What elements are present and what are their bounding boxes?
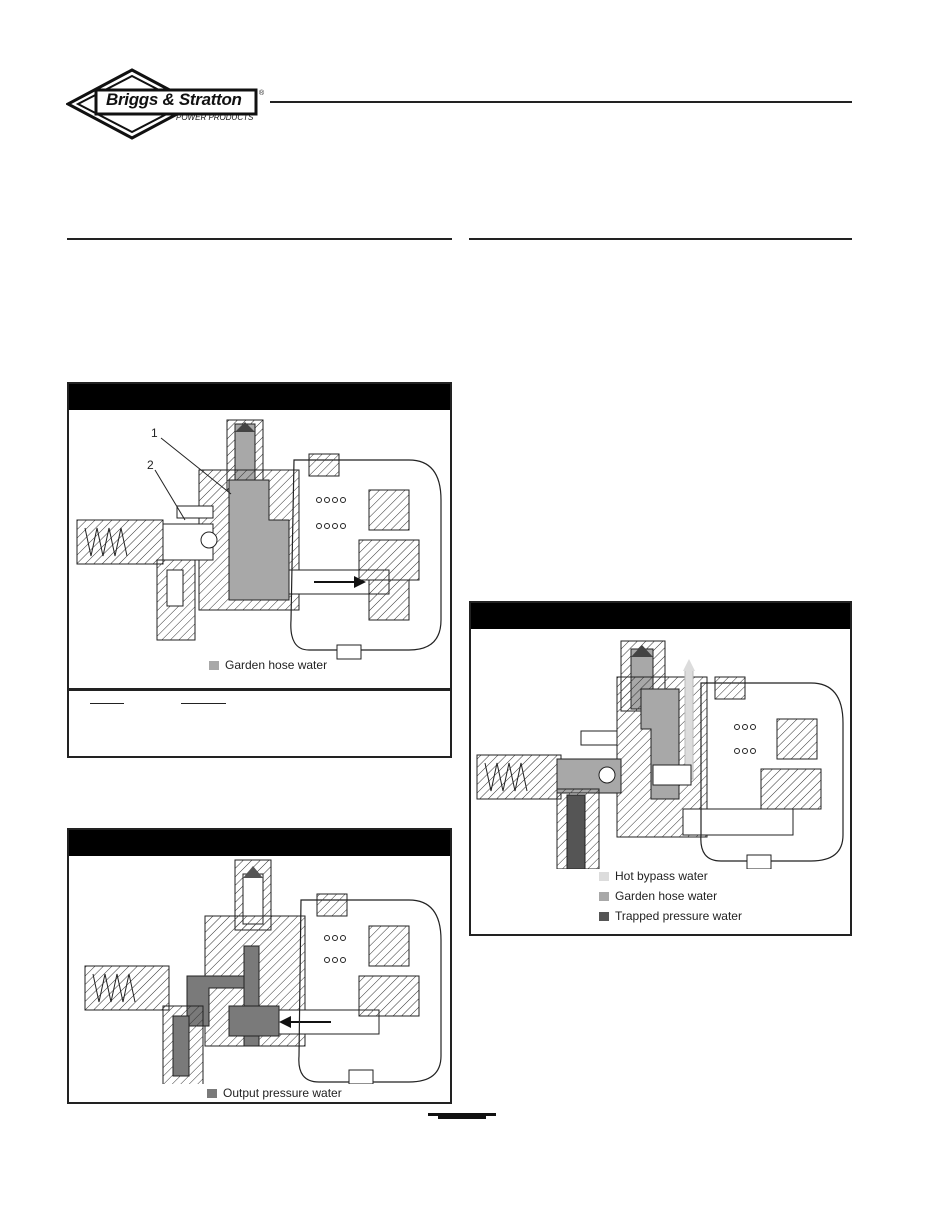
brand-subtitle: POWER PRODUCTS [176, 113, 254, 122]
legend: Hot bypass water Garden hose water Trapp… [599, 869, 742, 923]
legend-item: Hot bypass water [599, 869, 742, 883]
callout-1: 1 [151, 426, 158, 440]
legend-label: Garden hose water [615, 889, 718, 903]
table-header-rule [181, 703, 226, 704]
right-column-rule [469, 238, 852, 240]
pump-cross-section-diagram [76, 419, 442, 660]
legend-item: Output pressure water [207, 1086, 342, 1100]
figure-body: Hot bypass water Garden hose water Trapp… [471, 629, 850, 934]
pump-cross-section-diagram [84, 859, 442, 1084]
figure-2: Output pressure water [67, 828, 452, 1104]
output-pressure-swatch [207, 1088, 217, 1098]
trapped-pressure-swatch [599, 911, 609, 921]
legend-label: Trapped pressure water [615, 909, 742, 923]
figure-1: 1 2 Garden hose water [67, 382, 452, 758]
garden-hose-swatch [599, 891, 609, 901]
legend: Output pressure water [207, 1086, 342, 1100]
figure-body: Output pressure water [69, 856, 450, 1102]
figure-table-area [69, 688, 450, 759]
figure-title-bar [69, 830, 450, 856]
legend-item: Garden hose water [209, 658, 327, 672]
figure-title-bar [69, 384, 450, 410]
legend-label: Garden hose water [225, 658, 328, 672]
callout-2: 2 [147, 458, 154, 472]
hot-bypass-swatch [599, 871, 609, 881]
briggs-stratton-logo: Briggs & Stratton ® POWER PRODUCTS [66, 68, 271, 140]
brand-name: Briggs & Stratton [106, 90, 242, 109]
header-rule [270, 101, 852, 103]
legend-label: Hot bypass water [615, 869, 708, 883]
left-column-rule [67, 238, 452, 240]
figure-title-bar [471, 603, 850, 629]
figure-body: 1 2 Garden hose water [69, 410, 450, 688]
registered-mark: ® [259, 90, 265, 97]
legend-item: Trapped pressure water [599, 909, 742, 923]
legend: Garden hose water [209, 658, 327, 672]
figure-3: Hot bypass water Garden hose water Trapp… [469, 601, 852, 936]
table-header-rule [90, 703, 124, 704]
garden-hose-swatch [209, 660, 219, 670]
page-number-bar [428, 1113, 496, 1119]
legend-item: Garden hose water [599, 889, 742, 903]
legend-label: Output pressure water [223, 1086, 342, 1100]
pump-cross-section-diagram [476, 640, 844, 869]
